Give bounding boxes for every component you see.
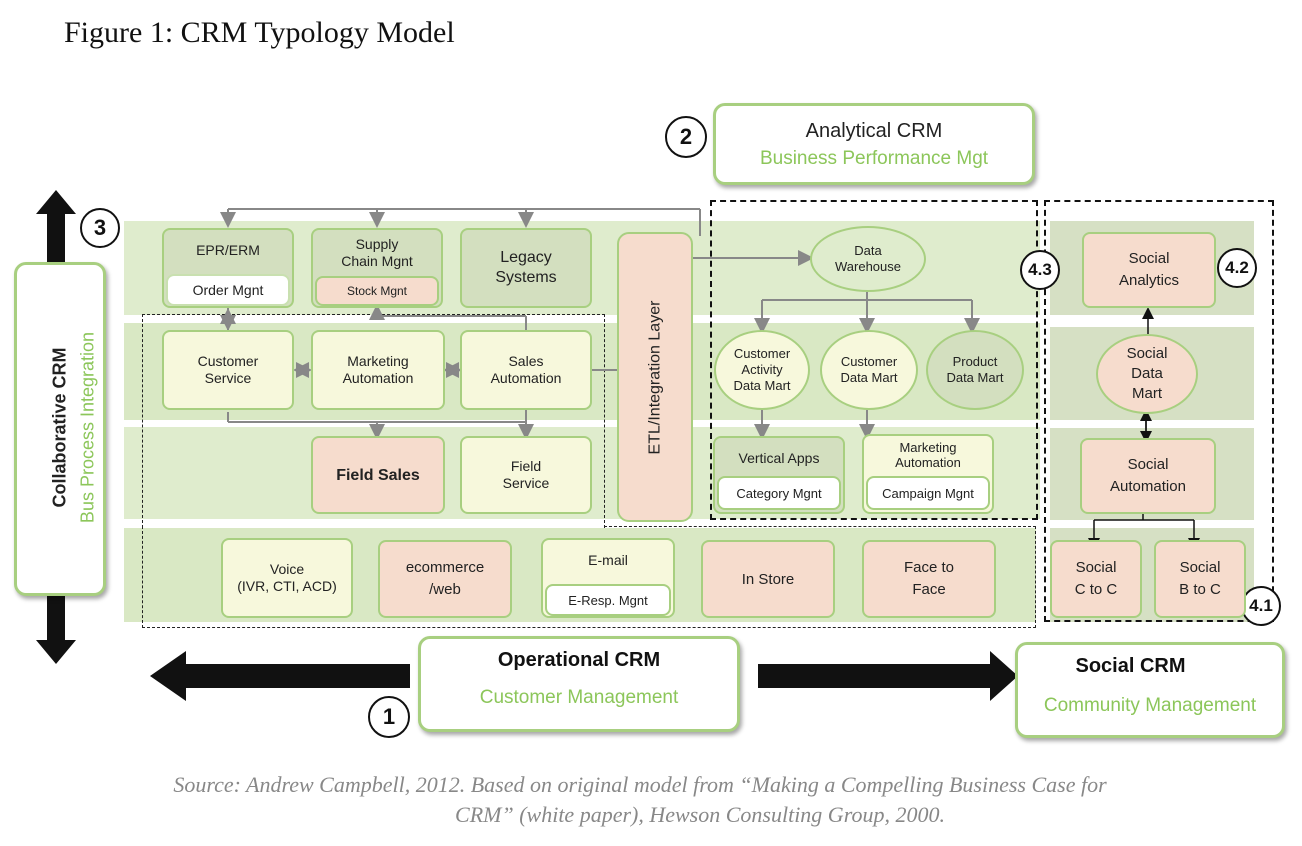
page-title: Figure 1: CRM Typology Model bbox=[64, 16, 455, 49]
eresp-label: E-Resp. Mgnt bbox=[568, 592, 648, 608]
social-b-to-c-label: Social B to C bbox=[1179, 559, 1221, 598]
social-crm-box: Social CRM Community Management bbox=[1015, 642, 1285, 738]
ecommerce-box: ecommerce /web bbox=[378, 540, 512, 618]
campaign-mgnt-box: Campaign Mgnt bbox=[866, 476, 990, 510]
operational-crm-box: Operational CRM Customer Management bbox=[418, 636, 740, 732]
social-title: Social CRM bbox=[1075, 655, 1186, 677]
marketing-automation-box: Marketing Automation bbox=[311, 330, 445, 410]
in-store-box: In Store bbox=[701, 540, 835, 618]
campaign-mgnt-label: Campaign Mgnt bbox=[882, 485, 974, 501]
source-line-1: Source: Andrew Campbell, 2012. Based on … bbox=[173, 772, 1107, 797]
marker-2: 2 bbox=[665, 116, 707, 158]
order-label: Order Mgnt bbox=[192, 281, 264, 298]
social-b-to-c-box: Social B to C bbox=[1154, 540, 1246, 618]
social-analytics-label: Social Analytics bbox=[1118, 250, 1180, 289]
social-analytics-box: Social Analytics bbox=[1082, 232, 1216, 308]
product-data-mart-label: Product Data Mart bbox=[946, 354, 1004, 385]
social-region bbox=[1044, 200, 1274, 622]
marker-3: 3 bbox=[80, 208, 120, 248]
analytical-title: Analytical CRM bbox=[805, 120, 943, 142]
collaborative-title: Collaborative CRM bbox=[49, 347, 70, 508]
sales-automation-box: Sales Automation bbox=[460, 330, 592, 410]
customer-service-box: Customer Service bbox=[162, 330, 294, 410]
legacy-label: Legacy Systems bbox=[495, 249, 557, 286]
arrow-down-icon bbox=[36, 596, 76, 664]
collaborative-crm-box: Collaborative CRM Bus Process Integratio… bbox=[14, 262, 106, 596]
etl-integration-layer: ETL/Integration Layer bbox=[617, 232, 693, 522]
vertical-apps-label: Vertical Apps bbox=[738, 450, 820, 466]
source-line-2: CRM” (white paper), Hewson Consulting Gr… bbox=[455, 802, 945, 827]
legacy-systems-box: Legacy Systems bbox=[460, 228, 592, 308]
marker-4-3: 4.3 bbox=[1020, 250, 1060, 290]
operational-subtitle: Customer Management bbox=[479, 687, 679, 708]
customer-data-mart-node: Customer Data Mart bbox=[820, 330, 918, 410]
category-mgnt-label: Category Mgnt bbox=[736, 485, 822, 501]
in-store-label: In Store bbox=[741, 570, 795, 588]
social-c-to-c-box: Social C to C bbox=[1050, 540, 1142, 618]
data-warehouse-node: Data Warehouse bbox=[810, 226, 926, 292]
marketing-automation-label: Marketing Automation bbox=[342, 353, 414, 386]
voice-box: Voice (IVR, CTI, ACD) bbox=[221, 538, 353, 618]
ecommerce-label: ecommerce /web bbox=[405, 559, 485, 598]
product-data-mart-node: Product Data Mart bbox=[926, 330, 1024, 410]
customer-service-label: Customer Service bbox=[197, 353, 259, 386]
stock-mgnt-box: Stock Mgnt bbox=[315, 276, 439, 306]
customer-activity-label: Customer Activity Data Mart bbox=[733, 346, 791, 393]
operational-title: Operational CRM bbox=[497, 649, 661, 671]
customer-data-mart-label: Customer Data Mart bbox=[840, 354, 898, 385]
marker-1: 1 bbox=[368, 696, 410, 738]
collaborative-subtitle: Bus Process Integration bbox=[77, 331, 98, 524]
social-automation-label: Social Automation bbox=[1110, 456, 1186, 495]
operational-region-join bbox=[604, 526, 1036, 527]
supply-label: Supply Chain Mgnt bbox=[341, 236, 413, 269]
field-service-box: Field Service bbox=[460, 436, 592, 514]
field-sales-label: Field Sales bbox=[336, 466, 420, 484]
data-warehouse-label: Data Warehouse bbox=[835, 243, 901, 274]
analytical-crm-box: Analytical CRM Business Performance Mgt bbox=[713, 103, 1035, 185]
field-sales-box: Field Sales bbox=[311, 436, 445, 514]
arrow-up-icon bbox=[36, 190, 76, 262]
social-c-to-c-label: Social C to C bbox=[1074, 559, 1118, 598]
marker-4-1: 4.1 bbox=[1241, 586, 1281, 626]
analytical-region bbox=[710, 200, 1038, 520]
customer-activity-node: Customer Activity Data Mart bbox=[714, 330, 810, 410]
arrow-left-icon bbox=[150, 651, 410, 701]
face-to-face-box: Face to Face bbox=[862, 540, 996, 618]
social-automation-box: Social Automation bbox=[1080, 438, 1216, 514]
social-data-mart-label: Social Data Mart bbox=[1126, 345, 1168, 402]
eresp-mgnt-box: E-Resp. Mgnt bbox=[545, 584, 671, 616]
voice-label: Voice (IVR, CTI, ACD) bbox=[237, 561, 337, 594]
operational-region-lower bbox=[142, 526, 1036, 628]
category-mgnt-box: Category Mgnt bbox=[717, 476, 841, 510]
epr-label: EPR/ERM bbox=[196, 242, 260, 258]
email-label: E-mail bbox=[588, 552, 628, 568]
arrow-right-icon bbox=[758, 651, 1018, 701]
stock-label: Stock Mgnt bbox=[346, 283, 408, 298]
etl-label: ETL/Integration Layer bbox=[646, 300, 664, 454]
sales-automation-label: Sales Automation bbox=[490, 353, 562, 386]
social-data-mart-node: Social Data Mart bbox=[1096, 334, 1198, 414]
order-mgnt-box: Order Mgnt bbox=[166, 274, 290, 306]
marketing-automation-analytic-label: Marketing Automation bbox=[895, 440, 961, 470]
analytical-subtitle: Business Performance Mgt bbox=[759, 148, 989, 169]
face-to-face-label: Face to Face bbox=[903, 559, 955, 598]
field-service-label: Field Service bbox=[502, 458, 550, 491]
marker-4-2: 4.2 bbox=[1217, 248, 1257, 288]
social-subtitle: Community Management bbox=[1043, 695, 1257, 716]
